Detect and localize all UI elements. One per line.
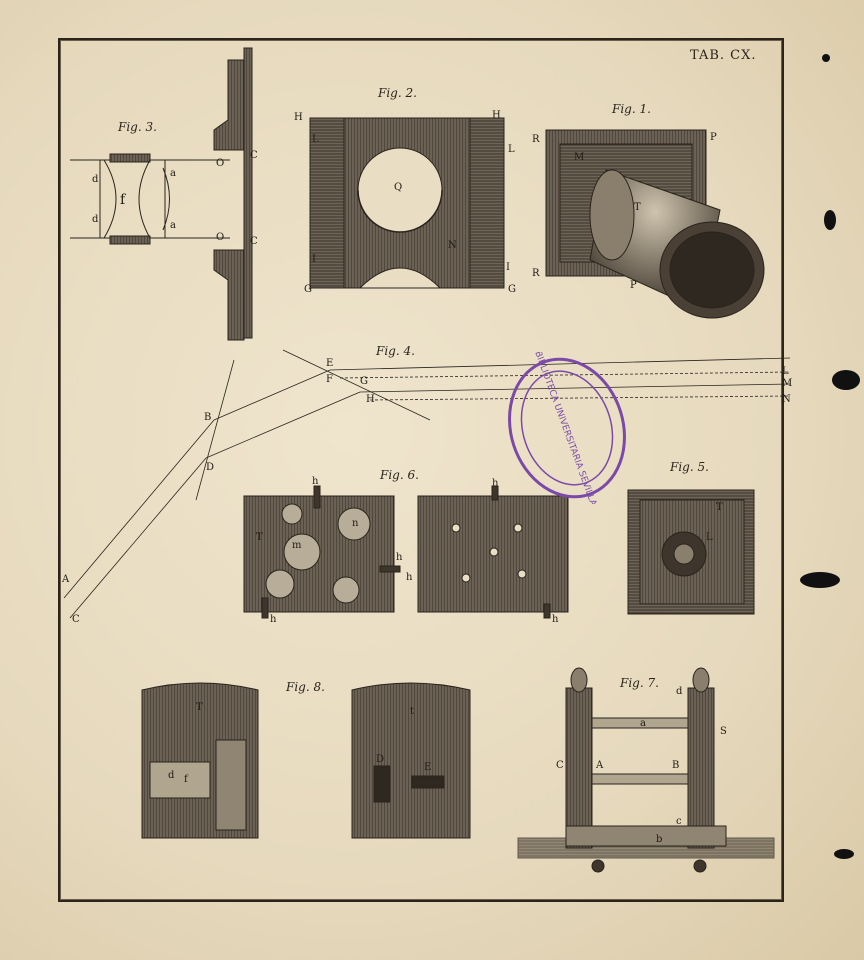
fig1-label-P1: P	[710, 132, 717, 143]
fig2-label-G1: G	[304, 284, 312, 295]
fig3-lens-diagram	[70, 47, 253, 341]
fig1-label-M: M	[574, 152, 585, 163]
fig8-label-d: d	[168, 770, 175, 781]
fig6-caption: Fig. 6.	[380, 468, 419, 482]
fig8-label-E: E	[424, 762, 432, 773]
fig4-label-L: L	[782, 366, 789, 377]
fig8-boards	[141, 682, 471, 839]
fig5-label-T: T	[716, 502, 723, 513]
fig2-label-L1: L	[312, 134, 319, 145]
fig2-label-H2: H	[492, 110, 501, 121]
fig3-label-d1: d	[92, 174, 99, 185]
fig7-label-A: A	[596, 760, 604, 771]
plate-border	[58, 38, 784, 902]
fig6-left-board	[243, 485, 401, 619]
fig5-label-L: L	[706, 532, 713, 543]
fig4-label-M: M	[782, 378, 793, 389]
fig7-caption: Fig. 7.	[620, 676, 659, 690]
fig8-label-f: f	[184, 774, 188, 785]
fig7-label-d: d	[676, 686, 683, 697]
fig6-label-n: n	[352, 518, 359, 529]
fig6-label-T: T	[256, 532, 263, 543]
fig4-label-H: H	[366, 394, 375, 405]
fig4-label-N: N	[782, 394, 791, 405]
fig8-label-D: D	[376, 754, 385, 765]
fig1-label-P2: P	[630, 280, 637, 291]
fig6-right-board	[417, 485, 569, 619]
fig8-label-T: T	[196, 702, 203, 713]
fig3-label-a1: a	[170, 168, 176, 179]
fig3-caption: Fig. 3.	[118, 120, 157, 134]
fig2-label-I1: I	[312, 254, 316, 265]
fig6-label-h3: h	[406, 572, 413, 583]
fig2-board-frame	[309, 117, 505, 289]
fig7-label-c: c	[676, 816, 682, 827]
plate-title: TAB. CX.	[690, 48, 757, 63]
fig1-tube-frame	[545, 129, 765, 319]
fig2-label-L2: L	[508, 144, 515, 155]
fig4-label-F: F	[326, 374, 333, 385]
fig8-caption: Fig. 8.	[286, 680, 325, 694]
fig2-label-G2: G	[508, 284, 516, 295]
fig6-label-h1: h	[312, 476, 319, 487]
fig8-label-t: t	[410, 706, 415, 717]
fig7-stand	[517, 667, 775, 873]
fig5-caption: Fig. 5.	[670, 460, 709, 474]
fig6-label-h4: h	[270, 614, 277, 625]
fig2-label-Q: Q	[394, 182, 403, 193]
fig1-label-R1: R	[532, 134, 540, 145]
fig2-label-H1: H	[294, 112, 303, 123]
fig3-label-f: f	[120, 192, 126, 208]
fig3-label-d2: d	[92, 214, 99, 225]
fig4-label-D: D	[206, 462, 215, 473]
fig4-label-G: G	[360, 376, 368, 387]
fig6-label-m: m	[292, 540, 302, 551]
fig4-label-A: A	[62, 574, 70, 585]
fig2-caption: Fig. 2.	[378, 86, 417, 100]
fig3-label-O1: O	[216, 158, 225, 169]
fig7-label-S: S	[720, 726, 727, 737]
fig6-label-h2: h	[396, 552, 403, 563]
fig7-label-C: C	[556, 760, 564, 771]
fig1-label-T: T	[634, 202, 641, 213]
fig2-label-I2: I	[506, 262, 510, 273]
fig4-caption: Fig. 4.	[376, 344, 415, 358]
stamp-text: BIBLIOTECA UNIVERSITARIA SEVILLA	[532, 352, 598, 504]
fig3-label-C2: C	[250, 236, 258, 247]
fig4-label-B: B	[204, 412, 212, 423]
fig4-ray-diagram	[63, 349, 791, 619]
fig7-label-b: b	[656, 834, 663, 845]
library-stamp: BIBLIOTECA UNIVERSITARIA SEVILLA	[508, 352, 626, 504]
fig1-label-R2: R	[532, 268, 540, 279]
fig5-box	[627, 489, 755, 615]
fig2-label-N: N	[448, 240, 457, 251]
fig6-label-h5: h	[492, 478, 499, 489]
fig7-label-B: B	[672, 760, 680, 771]
fig1-caption: Fig. 1.	[612, 102, 651, 116]
fig4-label-C: C	[72, 614, 80, 625]
fig4-label-E: E	[326, 358, 334, 369]
ink-blots	[800, 54, 860, 859]
fig3-label-a2: a	[170, 220, 176, 231]
fig3-label-O2: O	[216, 232, 225, 243]
fig7-label-a: a	[640, 718, 646, 729]
fig3-label-C1: C	[250, 150, 258, 161]
fig6-label-h6: h	[552, 614, 559, 625]
